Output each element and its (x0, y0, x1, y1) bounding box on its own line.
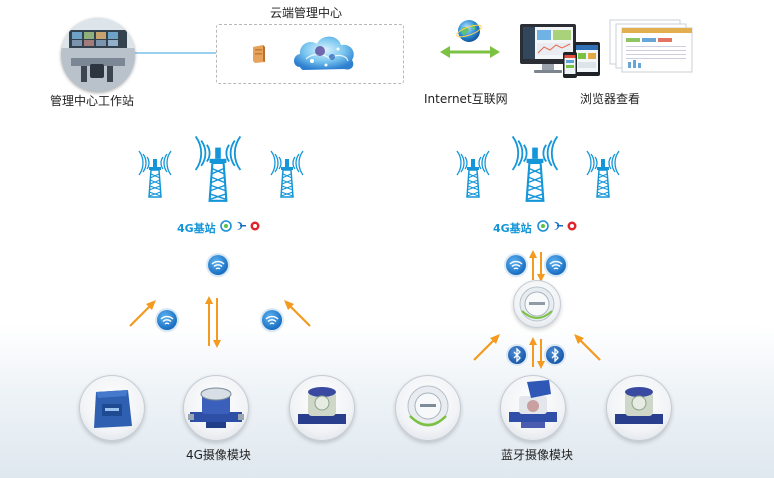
carrier-logos (537, 220, 577, 232)
water-meter-4g (183, 375, 249, 441)
globe-icon (456, 20, 482, 42)
water-meter-4g (289, 375, 355, 441)
workstation-label: 管理中心工作站 (50, 94, 135, 108)
cell-tower-icon (138, 150, 172, 198)
browser-devices-icon (520, 19, 693, 78)
management-center-photo (61, 18, 135, 92)
water-meter-bluetooth-camera (500, 375, 566, 441)
browser-label: 浏览器查看 (580, 92, 641, 106)
china-mobile-logo (220, 220, 232, 232)
carrier-logos (220, 220, 260, 232)
internet-link-arrow (440, 46, 500, 58)
cell-tower-icon (270, 150, 304, 198)
cloud-center-title: 云端管理中心 (270, 6, 343, 20)
china-mobile-logo (537, 220, 549, 232)
cell-tower-icon (511, 135, 559, 202)
right-base-station-label: 4G基站 (493, 222, 532, 235)
china-telecom-logo (237, 221, 246, 230)
wifi-icon (506, 255, 526, 275)
water-meter-bluetooth (606, 375, 672, 441)
server-icon (253, 45, 265, 63)
lower-vertical-double-arrow (529, 337, 545, 369)
internet-label: Internet互联网 (424, 92, 508, 106)
workstation-connector (135, 52, 217, 54)
bluetooth-icon (546, 346, 564, 364)
left-diagonal-arrow (128, 298, 158, 328)
upper-vertical-double-arrow (529, 250, 545, 282)
left-base-station-label: 4G基站 (177, 222, 216, 235)
cell-tower-icon (194, 135, 242, 202)
wifi-icon (546, 255, 566, 275)
china-telecom-logo (554, 221, 563, 230)
bluetooth-icon (508, 346, 526, 364)
cloud-icon (294, 36, 354, 70)
bt-right-diagonal-arrow (572, 332, 602, 362)
left-module-label: 4G摄像模块 (186, 448, 251, 462)
bluetooth-gateway-device (513, 280, 561, 328)
bt-left-diagonal-arrow (472, 332, 502, 362)
wifi-icon (208, 255, 228, 275)
wifi-icon (157, 310, 177, 330)
water-meter-bluetooth (395, 375, 461, 441)
cell-tower-icon (456, 150, 490, 198)
water-meter-4g (79, 375, 145, 441)
china-unicom-logo (250, 221, 260, 231)
cloud-center-box (216, 24, 404, 84)
wifi-icon (262, 310, 282, 330)
right-diagonal-arrow (282, 298, 312, 328)
right-module-label: 蓝牙摄像模块 (501, 448, 574, 462)
china-unicom-logo (567, 221, 577, 231)
left-vertical-double-arrow (205, 296, 221, 348)
cell-tower-icon (586, 150, 620, 198)
